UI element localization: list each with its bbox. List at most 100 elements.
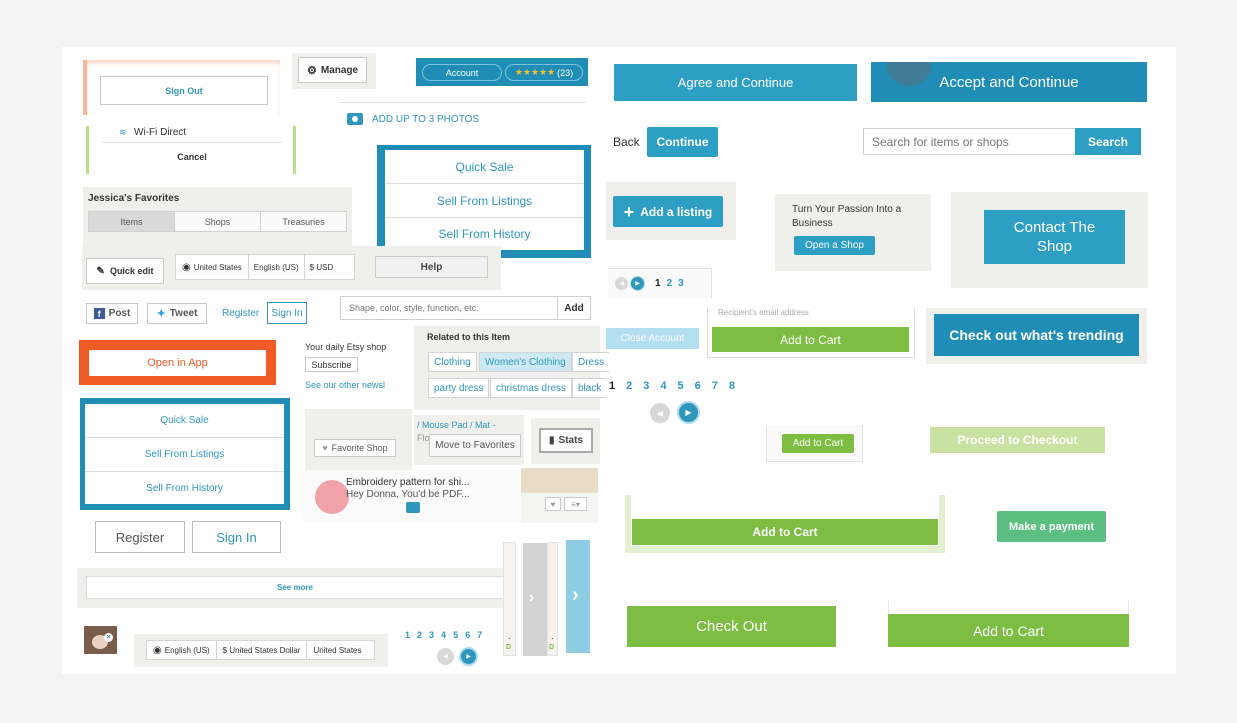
thumb-menu-button[interactable]: ≡▾ bbox=[564, 497, 587, 511]
stats-button[interactable]: ▮ Stats bbox=[539, 428, 593, 453]
subscribe-button[interactable]: Subscribe bbox=[305, 357, 358, 372]
shape-search-input[interactable] bbox=[340, 296, 558, 320]
page-2-large[interactable]: 2 bbox=[626, 380, 633, 392]
page-4-bottom[interactable]: 4 bbox=[441, 630, 447, 640]
search-input[interactable] bbox=[863, 128, 1076, 155]
locale-currency[interactable]: $ USD bbox=[309, 262, 334, 272]
sell-menu-from-history[interactable]: Sell From History bbox=[438, 227, 531, 241]
cancel-button[interactable]: Cancel bbox=[102, 142, 282, 170]
sell-menu-quick-sale[interactable]: Quick Sale bbox=[385, 150, 584, 184]
add-tag-button[interactable]: Add bbox=[557, 296, 591, 320]
page-8-large[interactable]: 8 bbox=[728, 380, 735, 392]
sign-in-small-button[interactable]: Sign In bbox=[267, 302, 307, 324]
tag-womens-clothing[interactable]: Women's Clothing bbox=[479, 352, 572, 372]
next-arrow-icon[interactable]: ▶ bbox=[630, 276, 645, 291]
page-7-large[interactable]: 7 bbox=[711, 380, 718, 392]
page-3-bottom[interactable]: 3 bbox=[429, 630, 435, 640]
add-to-cart-bold-button[interactable]: Add to Cart bbox=[632, 519, 938, 545]
next-arrow-bottom-icon[interactable]: ▶ bbox=[459, 647, 478, 666]
see-more-button[interactable]: See more bbox=[86, 576, 504, 599]
page-6-bottom[interactable]: 6 bbox=[465, 630, 471, 640]
prev-arrow-large-icon[interactable]: ◀ bbox=[650, 403, 670, 423]
remove-avatar-icon[interactable]: × bbox=[104, 633, 113, 642]
page-3-large[interactable]: 3 bbox=[643, 380, 650, 392]
see-other-newsletters-link[interactable]: See our other newsl bbox=[305, 380, 386, 390]
page-3[interactable]: 3 bbox=[678, 278, 684, 289]
tag-party-dress[interactable]: party dress bbox=[428, 378, 490, 398]
accept-continue-button[interactable]: Accept and Continue bbox=[871, 62, 1147, 102]
page-2-bottom[interactable]: 2 bbox=[417, 630, 423, 640]
newsletter-text: Your daily Etsy shop bbox=[305, 342, 387, 352]
search-button[interactable]: Search bbox=[1075, 128, 1141, 155]
sell-menu-from-history-2[interactable]: Sell From History bbox=[146, 482, 223, 494]
open-in-app-button[interactable]: Open in App bbox=[89, 350, 266, 376]
sign-in-button[interactable]: Sign In bbox=[192, 521, 281, 553]
tweet-button[interactable]: ✦ Tweet bbox=[147, 303, 207, 324]
page-1-large[interactable]: 1 bbox=[609, 380, 616, 392]
add-photos-link[interactable]: ADD UP TO 3 PHOTOS bbox=[372, 114, 480, 125]
chat-bubble-icon[interactable] bbox=[406, 502, 420, 513]
sell-menu-quick-sale-2[interactable]: Quick Sale bbox=[85, 404, 284, 438]
close-account-button[interactable]: Close Account bbox=[606, 328, 699, 349]
add-to-cart-small-button[interactable]: Add to Cart bbox=[782, 434, 854, 453]
open-shop-button[interactable]: Open a Shop bbox=[794, 236, 875, 255]
thumb-heart-button[interactable]: ♥ bbox=[545, 497, 561, 511]
carousel-next-button[interactable]: › bbox=[566, 540, 590, 653]
next-arrow-large-icon[interactable]: ▶ bbox=[677, 401, 700, 424]
page-1[interactable]: 1 bbox=[655, 278, 661, 289]
tag-clothing[interactable]: Clothing bbox=[428, 352, 477, 372]
quick-edit-button[interactable]: ✎ Quick edit bbox=[86, 258, 164, 284]
proceed-checkout-button[interactable]: Proceed to Checkout bbox=[930, 427, 1105, 453]
sliver-dot-1: . bbox=[508, 631, 511, 641]
account-tab[interactable]: Account bbox=[422, 64, 502, 81]
tag-black[interactable]: black bbox=[572, 378, 607, 398]
locale-currency-2[interactable]: $ United States Dollar bbox=[217, 641, 308, 659]
page-6-large[interactable]: 6 bbox=[694, 380, 701, 392]
contact-shop-button[interactable]: Contact The Shop bbox=[984, 210, 1125, 264]
tag-christmas-dress[interactable]: christmas dress bbox=[490, 378, 573, 398]
locale-language[interactable]: English (US) bbox=[249, 255, 305, 279]
avatar[interactable]: × bbox=[84, 626, 117, 654]
page-7-bottom[interactable]: 7 bbox=[477, 630, 483, 640]
add-listing-button[interactable]: + Add a listing bbox=[613, 196, 723, 227]
sign-out-button[interactable]: Sign Out bbox=[100, 76, 268, 105]
check-out-button[interactable]: Check Out bbox=[627, 606, 836, 647]
favorite-shop-button[interactable]: ♥ Favorite Shop bbox=[314, 439, 396, 457]
carousel-prev-panel[interactable]: › bbox=[523, 543, 547, 656]
move-to-favorites-button[interactable]: Move to Favorites bbox=[429, 434, 521, 457]
page-4-large[interactable]: 4 bbox=[660, 380, 667, 392]
page-2[interactable]: 2 bbox=[666, 278, 673, 289]
page-1-bottom[interactable]: 1 bbox=[405, 630, 411, 640]
tab-items[interactable]: Items bbox=[89, 212, 174, 231]
continue-button[interactable]: Continue bbox=[647, 127, 718, 157]
register-button[interactable]: Register bbox=[95, 521, 185, 553]
add-to-cart-big-button[interactable]: Add to Cart bbox=[888, 614, 1129, 647]
tab-shops[interactable]: Shops bbox=[174, 212, 260, 231]
trending-button[interactable]: Check out what's trending bbox=[934, 314, 1139, 356]
make-payment-button[interactable]: Make a payment bbox=[997, 511, 1106, 542]
sell-menu-from-listings-2[interactable]: Sell From Listings bbox=[85, 438, 284, 472]
locale-language-2[interactable]: ◉ English (US) bbox=[147, 641, 217, 659]
sell-menu-from-listings[interactable]: Sell From Listings bbox=[385, 184, 584, 218]
agree-continue-button[interactable]: Agree and Continue bbox=[614, 64, 857, 101]
prev-arrow-bottom-icon[interactable]: ◀ bbox=[437, 648, 454, 665]
locale-country[interactable]: ◉ United States bbox=[176, 255, 249, 279]
rating-pill[interactable]: ★★★★★ (23) bbox=[505, 64, 583, 81]
tweet-label: Tweet bbox=[169, 308, 198, 319]
facebook-post-button[interactable]: f Post bbox=[86, 303, 138, 324]
manage-label: Manage bbox=[320, 64, 359, 76]
camera-icon bbox=[347, 113, 363, 125]
tab-treasuries[interactable]: Treasuries bbox=[260, 212, 346, 231]
add-to-cart-button-top[interactable]: Add to Cart bbox=[712, 327, 909, 352]
locale-country-2[interactable]: United States bbox=[313, 645, 362, 655]
register-link[interactable]: Register bbox=[222, 308, 260, 319]
manage-button[interactable]: ⚙ Manage bbox=[298, 57, 367, 83]
tag-dress[interactable]: Dress bbox=[572, 352, 610, 372]
carousel-sliver-1: . D bbox=[503, 542, 516, 656]
back-link[interactable]: Back bbox=[613, 135, 640, 149]
help-button[interactable]: Help bbox=[375, 256, 488, 278]
thumb-image bbox=[521, 468, 598, 493]
page-5-bottom[interactable]: 5 bbox=[453, 630, 459, 640]
prev-arrow-icon[interactable]: ◀ bbox=[615, 277, 628, 290]
page-5-large[interactable]: 5 bbox=[677, 380, 684, 392]
